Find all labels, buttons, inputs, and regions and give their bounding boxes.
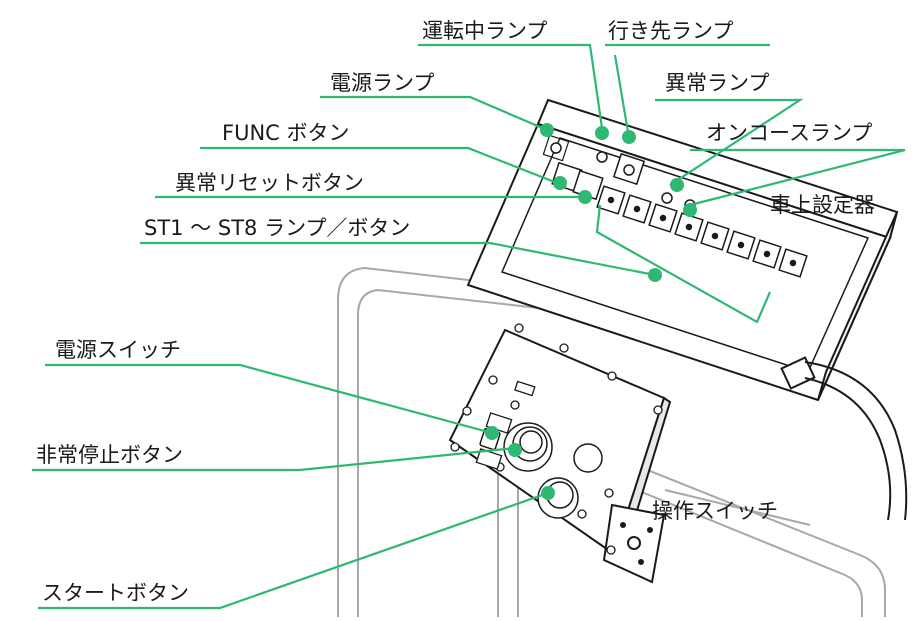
callout-dots: [485, 123, 697, 500]
label-running-lamp: 運転中ランプ: [422, 19, 547, 43]
destination-lamp-icon: [623, 164, 635, 176]
label-func-button: FUNC ボタン: [222, 121, 350, 145]
small-port-icon: [577, 509, 587, 519]
st-button[interactable]: [778, 248, 808, 278]
label-power-lamp: 電源ランプ: [330, 71, 434, 95]
label-onboard-setter: 車上設定器: [770, 193, 875, 217]
label-destination-lamp: 行き先ランプ: [608, 19, 733, 43]
cable: [780, 356, 908, 521]
label-start-button: スタートボタン: [42, 581, 189, 605]
running-lamp-icon: [596, 151, 608, 163]
st-button[interactable]: [622, 194, 652, 224]
indicator-hole: [510, 400, 520, 410]
screw-icons: [450, 323, 663, 555]
label-operation-switch: 操作スイッチ: [652, 499, 778, 523]
st-button[interactable]: [752, 239, 782, 269]
port-icon: [573, 443, 603, 473]
indicator-slot: [514, 380, 536, 397]
st-button[interactable]: [700, 221, 730, 251]
st-button[interactable]: [596, 185, 626, 215]
st-button[interactable]: [726, 230, 756, 260]
power-lamp-bezel: [542, 134, 570, 162]
label-power-switch: 電源スイッチ: [55, 338, 181, 362]
power-lamp-icon: [550, 142, 562, 154]
label-error-reset-button: 異常リセットボタン: [175, 171, 364, 195]
error-lamp-icon: [661, 192, 673, 204]
st-button-row: [596, 185, 808, 278]
label-emergency-stop-button: 非常停止ボタン: [36, 443, 183, 467]
operation-switch-box: [448, 328, 672, 584]
callout-lines: [32, 43, 906, 610]
label-oncourse-lamp: オンコースランプ: [706, 121, 872, 145]
label-error-lamp: 異常ランプ: [665, 71, 769, 95]
label-st-lamp-button: ST1 ～ ST8 ランプ／ボタン: [144, 216, 410, 240]
label-plate: [475, 448, 503, 470]
st-button[interactable]: [648, 203, 678, 233]
cart-frame: [337, 266, 886, 617]
